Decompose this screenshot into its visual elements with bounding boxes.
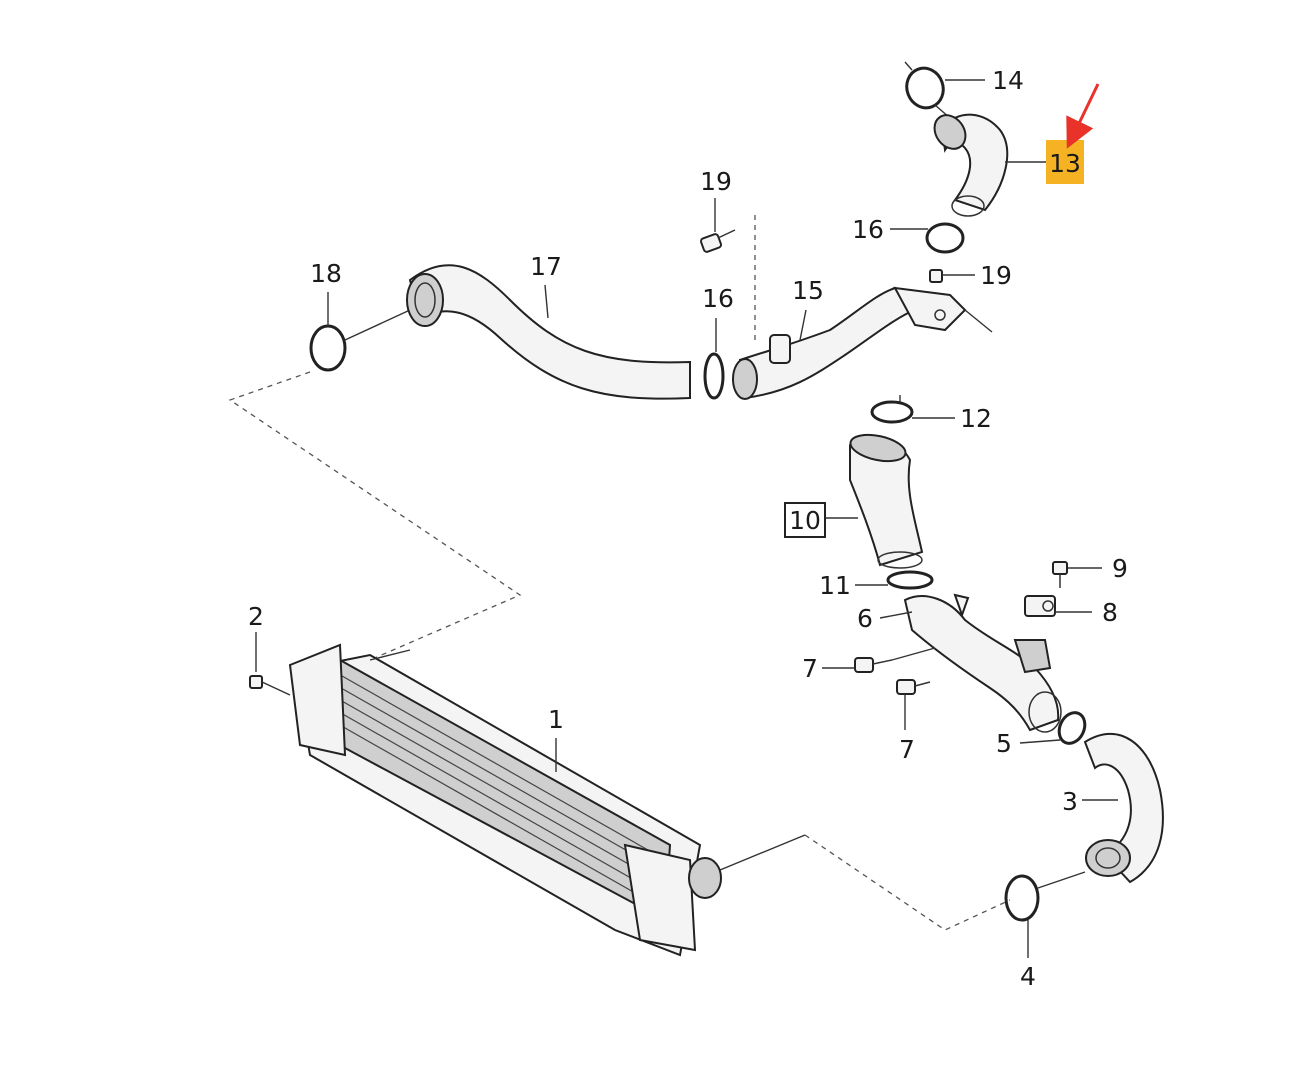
- part-7-bolt-lower: [896, 679, 931, 730]
- label-6: 6: [857, 604, 873, 633]
- part-17-charge-air-hose: [406, 264, 691, 400]
- part-10-label-box: [784, 502, 826, 538]
- label-2: 2: [248, 602, 264, 631]
- label-16-left: 16: [702, 284, 734, 313]
- red-arrow: [1066, 83, 1100, 149]
- part-1-intercooler: [288, 643, 806, 957]
- label-19-left: 19: [700, 167, 732, 196]
- label-15: 15: [792, 276, 824, 305]
- part-19-bolt-right: [929, 269, 975, 283]
- dashed-routing-lines: [228, 215, 1011, 931]
- part-11-seal-ring: [855, 570, 934, 590]
- callout-labels: 1 2 3 4 5 6 7 7 8 9 10 11 12 13 14 15 16…: [248, 66, 1128, 991]
- part-2-bolt: [249, 632, 291, 696]
- part-12-seal-ring: [870, 395, 955, 424]
- part-19-bolt-left: [699, 198, 736, 253]
- part-3-lower-hose: [1082, 732, 1164, 884]
- label-4: 4: [1020, 962, 1036, 991]
- part-10-intake-hose: [825, 433, 924, 569]
- part-15-charge-air-pipe: [732, 286, 993, 400]
- label-7-upper: 7: [802, 654, 818, 683]
- part-9-bolt: [1052, 561, 1102, 588]
- part-13-elbow-hose: [933, 113, 1046, 217]
- label-11: 11: [819, 571, 851, 600]
- part-14-seal-ring: [904, 61, 985, 119]
- label-8: 8: [1102, 598, 1118, 627]
- part-7-bolt-upper: [822, 647, 936, 673]
- part-16-clamp-right: [890, 222, 965, 254]
- label-18: 18: [310, 259, 342, 288]
- label-13: 13: [1049, 149, 1081, 178]
- part-5-seal-ring: [1019, 711, 1087, 745]
- label-7-lower: 7: [899, 735, 915, 764]
- label-1: 1: [548, 705, 564, 734]
- part-8-sensor: [1024, 595, 1092, 617]
- label-9: 9: [1112, 554, 1128, 583]
- part-4-seal-ring: [1004, 871, 1086, 958]
- part-18-seal-ring: [309, 292, 411, 372]
- label-19-right: 19: [980, 261, 1012, 290]
- label-5: 5: [996, 729, 1012, 758]
- part-16-clamp-left: [703, 318, 725, 400]
- label-14: 14: [992, 66, 1024, 95]
- label-16-right: 16: [852, 215, 884, 244]
- label-12: 12: [960, 404, 992, 433]
- intercooler-fins: [330, 671, 663, 907]
- label-17: 17: [530, 252, 562, 281]
- label-10: 10: [789, 506, 821, 535]
- part-6-charge-air-pipe: [879, 593, 1062, 733]
- label-3: 3: [1062, 787, 1078, 816]
